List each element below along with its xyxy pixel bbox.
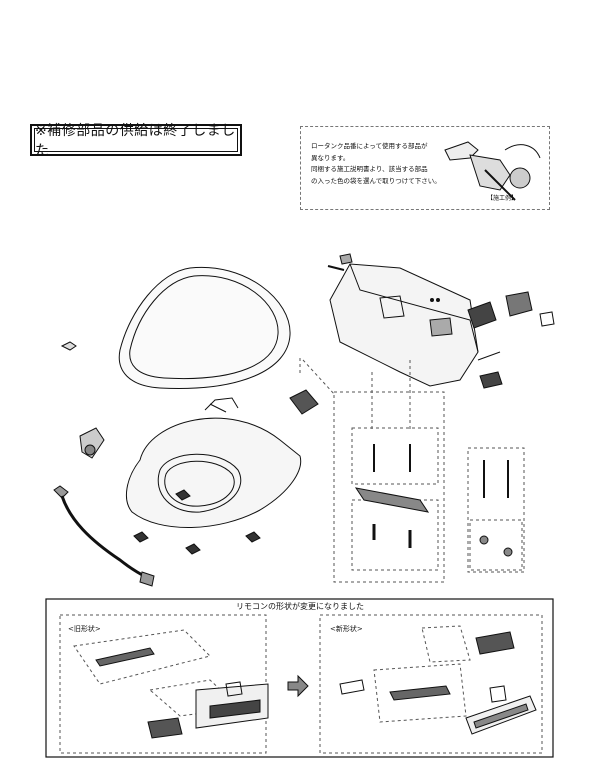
center-bracket-group bbox=[333, 391, 445, 583]
side-panel-part bbox=[479, 371, 503, 389]
remote-change-panel bbox=[45, 598, 554, 758]
supply-hose bbox=[53, 485, 155, 587]
old-shape-area bbox=[59, 614, 267, 754]
seat-bumper bbox=[133, 531, 149, 543]
toilet-lid bbox=[118, 266, 291, 389]
install-note-box: ロータンク品番によって使用する部品が 異なります。 同梱する施工説明書より、該当… bbox=[300, 126, 550, 210]
new-shape-area bbox=[319, 614, 543, 754]
water-valve bbox=[79, 427, 105, 459]
old-shape-label: <旧形状> bbox=[68, 625, 101, 633]
seat-bumper bbox=[185, 543, 201, 555]
new-shape-label: <新形状> bbox=[330, 625, 363, 633]
mounting-bolt bbox=[327, 265, 345, 271]
install-note-line: 異なります。 bbox=[311, 153, 350, 162]
supply-ended-notice: ※補修部品の供給は終了しました bbox=[30, 123, 242, 159]
install-note-text: ロータンク品番によって使用する部品が 異なります。 同梱する施工説明書より、該当… bbox=[311, 141, 461, 187]
change-arrow-icon bbox=[287, 674, 309, 698]
old-remote-parts bbox=[73, 629, 269, 739]
seat-bumper bbox=[245, 531, 261, 543]
install-note-line: 同梱する施工説明書より、該当する部品 bbox=[311, 165, 428, 173]
install-note-line: の入った色の袋を選んで取りつけて下さい。 bbox=[311, 176, 441, 185]
install-note-line: ロータンク品番によって使用する部品が bbox=[311, 142, 428, 150]
side-panel-part bbox=[539, 311, 555, 327]
new-remote-parts bbox=[339, 625, 537, 735]
seat-bumper bbox=[175, 489, 191, 501]
side-panel-part bbox=[467, 301, 497, 329]
side-panel-part bbox=[505, 291, 533, 317]
washlet-main-unit bbox=[329, 263, 479, 387]
notice-text: ※補修部品の供給は終了しました bbox=[34, 123, 238, 159]
remote-change-caption: リモコンの形状が変更になりました bbox=[236, 602, 364, 611]
small-nut bbox=[60, 341, 77, 351]
right-bolt-group bbox=[467, 447, 525, 573]
mounting-bolt bbox=[339, 253, 353, 265]
side-pin bbox=[477, 351, 501, 361]
remote-control bbox=[289, 389, 319, 415]
install-example-label: 【施工例】 bbox=[487, 195, 518, 202]
toilet-seat-ring bbox=[125, 397, 302, 528]
install-example-illustration bbox=[444, 141, 541, 201]
